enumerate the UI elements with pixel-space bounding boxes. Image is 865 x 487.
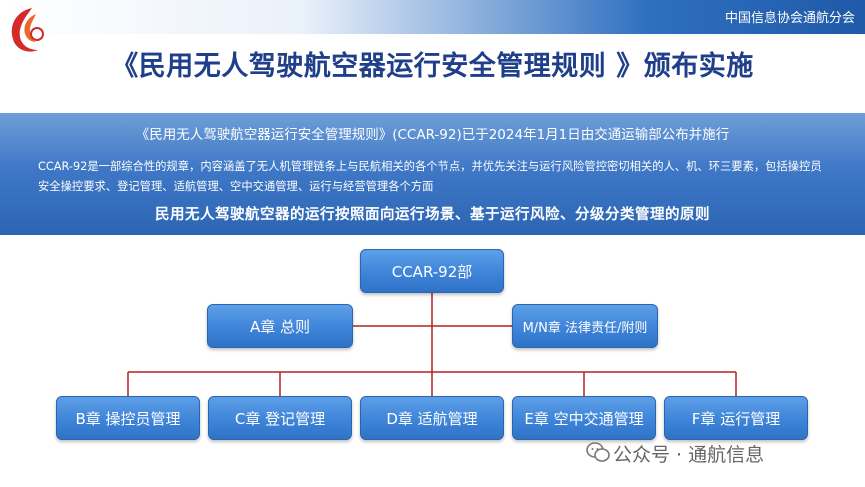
node-chapter-d: D章 适航管理 [360,396,504,440]
node-chapter-a: A章 总则 [207,304,353,348]
organization-name: 中国信息协会通航分会 [724,11,855,26]
node-chapter-f: F章 运行管理 [664,396,808,440]
node-chapter-e: E章 空中交通管理 [512,396,656,440]
watermark-text: 公众号 · 通航信息 [613,444,765,466]
page-title: 《民用无人驾驶航空器运行安全管理规则 》颁布实施 [111,51,754,82]
top-bar: 中国信息协会通航分会 [0,0,865,34]
node-chapter-b: B章 操控员管理 [56,396,200,440]
summary-line-1: 《民用无人驾驶航空器运行安全管理规则》(CCAR-92)已于2024年1月1日由… [135,127,730,143]
summary-band: 《民用无人驾驶航空器运行安全管理规则》(CCAR-92)已于2024年1月1日由… [0,113,865,235]
association-logo-icon [11,8,44,52]
node-chapter-mn: M/N章 法律责任/附则 [512,304,658,348]
summary-line-2: CCAR-92是一部综合性的规章，内容涵盖了无人机管理链条上与民航相关的各个节点… [38,160,822,193]
node-chapter-c: C章 登记管理 [208,396,352,440]
node-ccar92: CCAR-92部 [360,249,504,293]
wechat-icon [586,442,610,462]
summary-line-3: 民用无人驾驶航空器的运行按照面向运行场景、基于运行风险、分级分类管理的原则 [155,207,710,223]
